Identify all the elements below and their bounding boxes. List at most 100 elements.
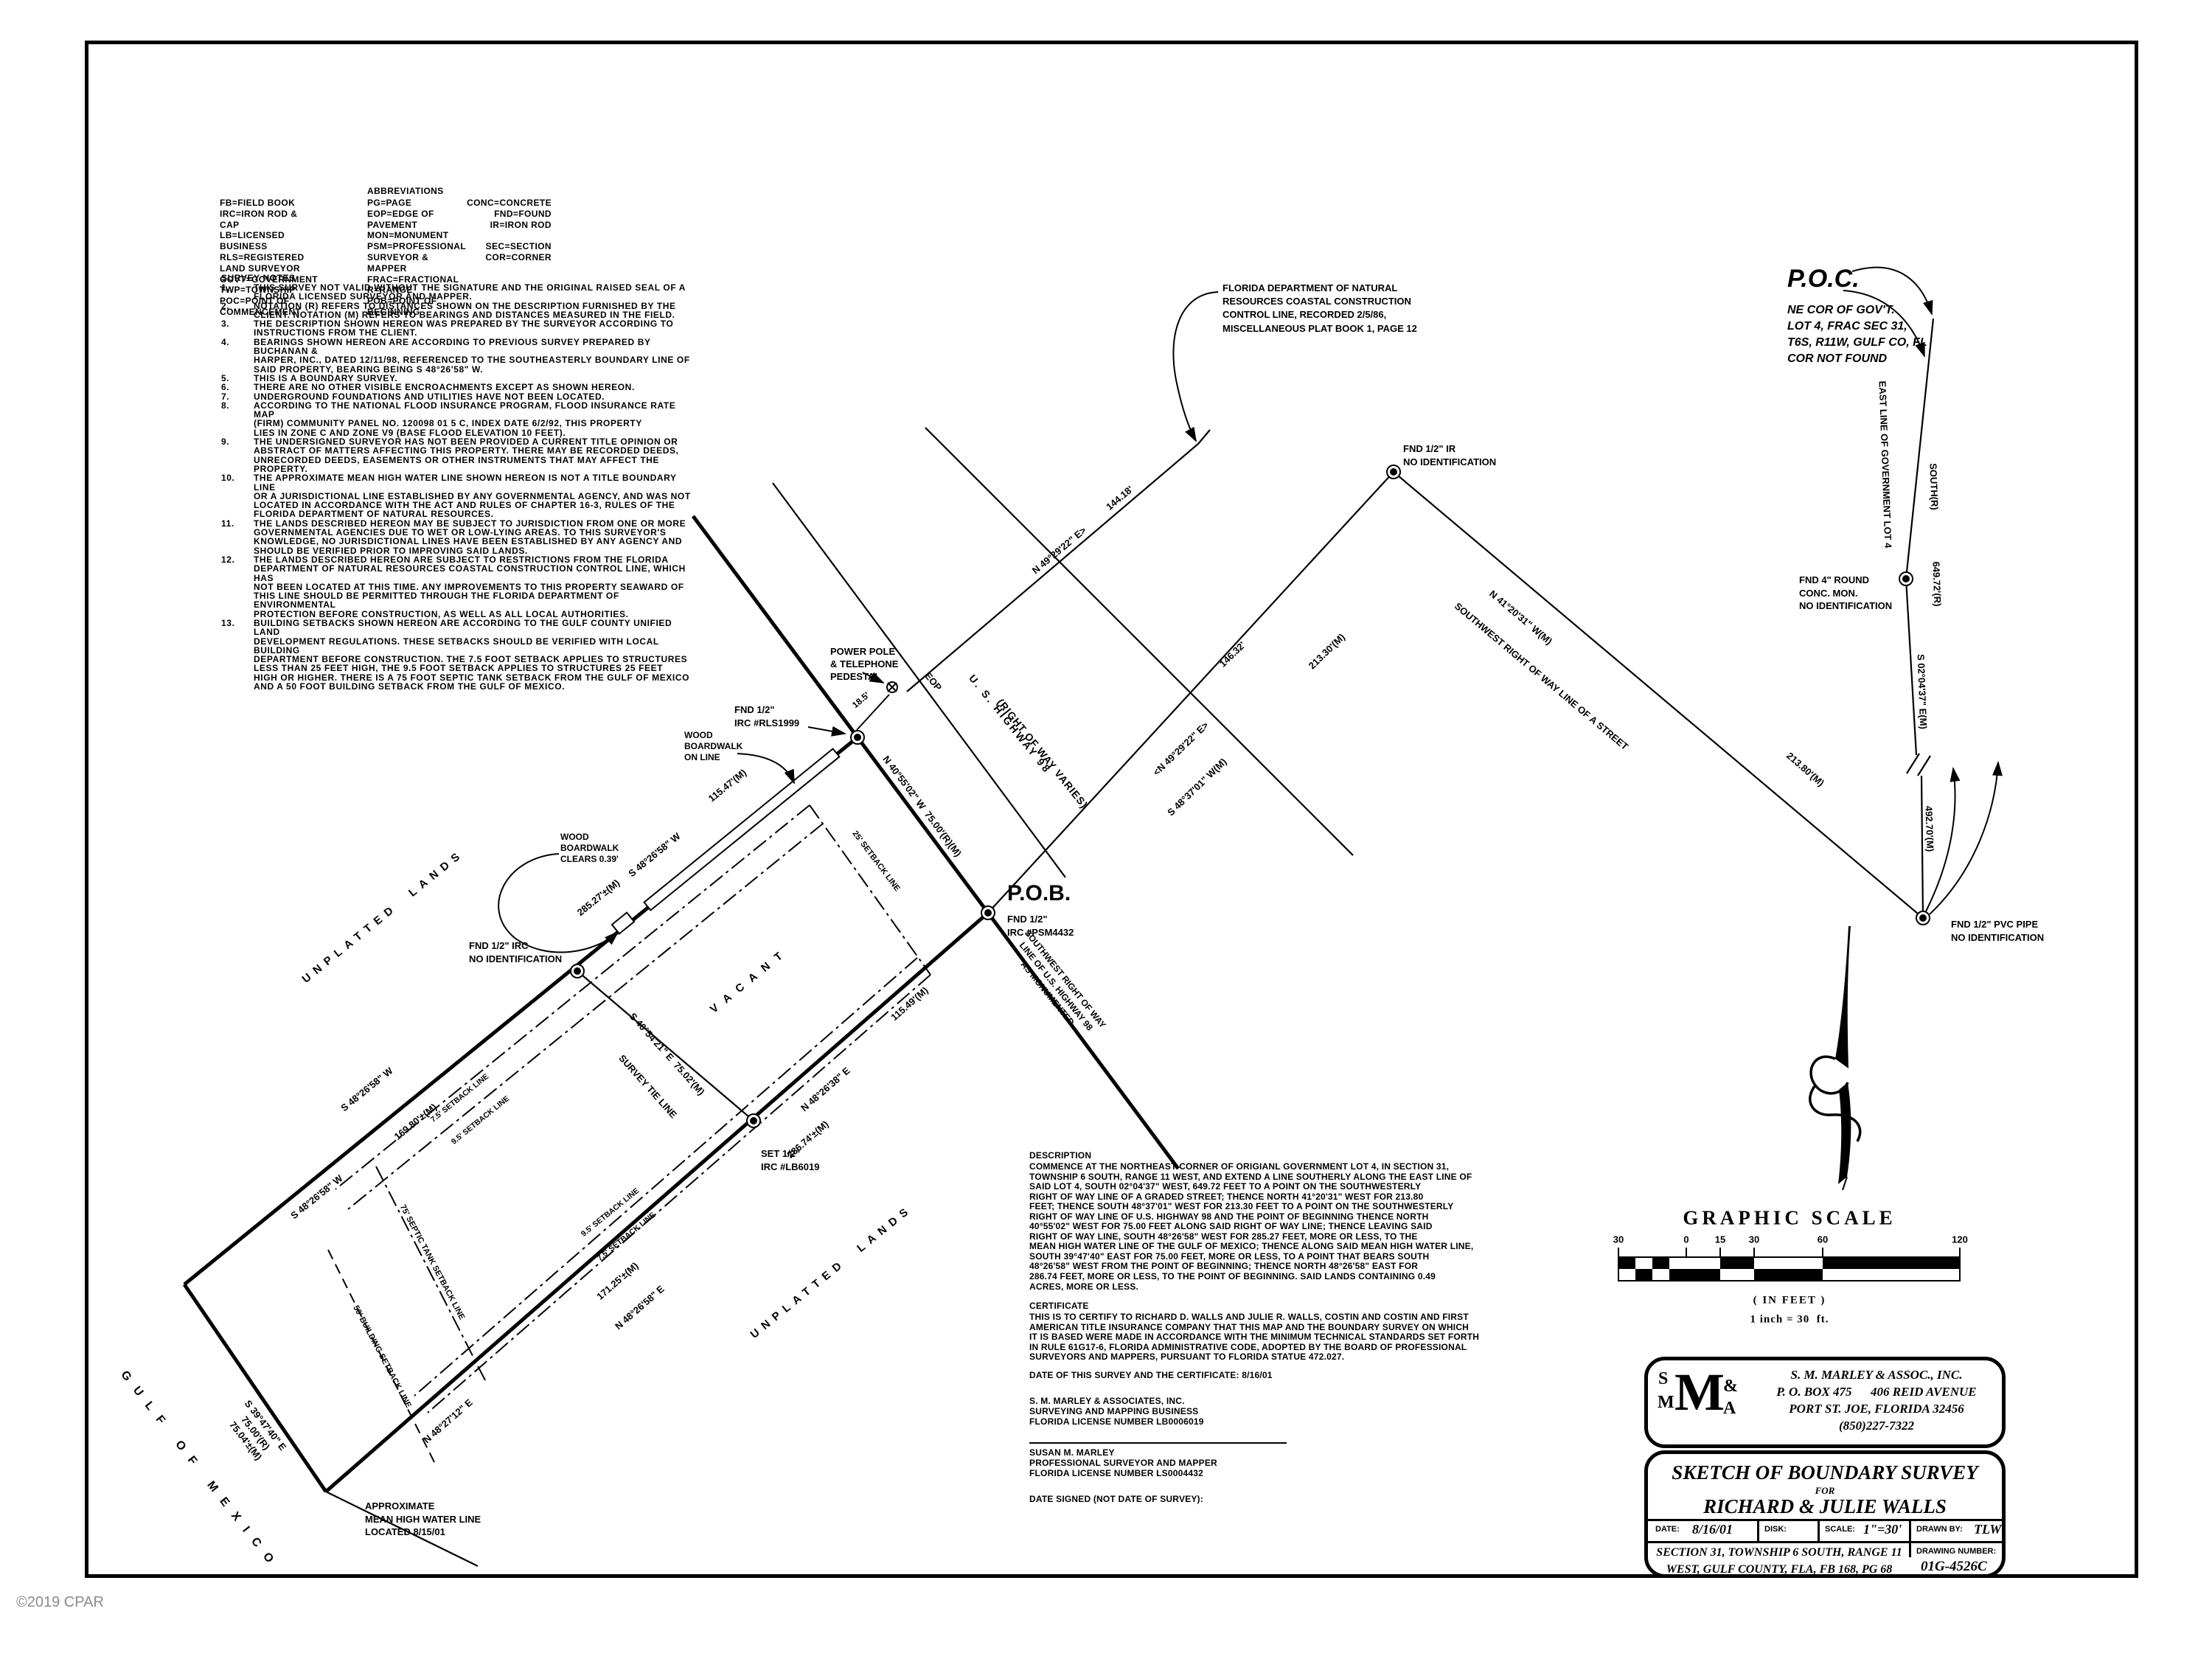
copyright-watermark: ©2019 CPAR	[16, 1594, 104, 1610]
abbreviation-entry: CONC=CONCRETE	[467, 198, 552, 208]
certificate-title: CERTIFICATE	[1029, 1301, 1089, 1311]
date-label: DATE:	[1655, 1525, 1680, 1534]
abbreviation-entry: PSM=PROFESSIONAL SURVEYOR & MAPPER	[367, 241, 466, 274]
monument-note: FND 1/2" PVC PIPE NO IDENTIFICATION	[1951, 919, 2045, 943]
survey-note: 8.ACCORDING TO THE NATIONAL FLOOD INSURA…	[221, 401, 693, 437]
survey-note: 1.THIS SURVEY NOT VALID WITHOUT THE SIGN…	[221, 283, 693, 302]
description-body: COMMENCE AT THE NORTHEAST CORNER OF ORIG…	[1029, 1161, 1474, 1292]
firm-address2: PORT ST. JOE, FLORIDA 32456	[1789, 1402, 1964, 1416]
monument-points	[570, 465, 1930, 1128]
mhw-note: APPROXIMATE MEAN HIGH WATER LINE LOCATED…	[365, 1500, 481, 1538]
pvc-leader-arc	[1929, 761, 2003, 915]
survey-note: 7.UNDERGROUND FOUNDATIONS AND UTILITIES …	[221, 392, 693, 401]
survey-note-text: THIS SURVEY NOT VALID WITHOUT THE SIGNAT…	[254, 282, 686, 302]
poc-leader-arc	[1843, 290, 1925, 358]
mean-high-water-boundary	[182, 1283, 328, 1493]
abbreviation-entry: SEC=SECTION	[485, 241, 552, 252]
survey-note-text: UNDERGROUND FOUNDATIONS AND UTILITIES HA…	[254, 391, 605, 402]
date-signed-line: DATE SIGNED (NOT DATE OF SURVEY):	[1029, 1494, 1203, 1504]
monument-note: FND 4" ROUND CONC. MON. NO IDENTIFICATIO…	[1799, 574, 1893, 612]
drawn-by-label: DRAWN BY:	[1916, 1525, 1963, 1534]
poc-title: P.O.C.	[1787, 265, 1860, 293]
scale-tick-label: 0	[1683, 1234, 1689, 1245]
clears-leader	[498, 853, 619, 953]
monument-note: FND 1/2" IRC #PSM4432	[1007, 914, 1074, 938]
logo-letter-big-m: M	[1674, 1363, 1725, 1422]
survey-note-number: 8.	[221, 400, 230, 411]
setback-line	[414, 957, 918, 1397]
drawing-number-label: DRAWING NUMBER:	[1916, 1547, 1997, 1556]
graphic-scale-bar	[1618, 1248, 1961, 1281]
graphic-scale-title: GRAPHIC SCALE	[1683, 1206, 1896, 1229]
sheet-title-for: FOR	[1815, 1485, 1835, 1496]
eop-line	[772, 482, 1066, 878]
logo-letter-m: M	[1658, 1393, 1674, 1412]
survey-note-number: 2.	[221, 300, 230, 311]
scale-tick-label: 120	[1952, 1234, 1968, 1245]
abbreviation-entry: IR=IRON ROD	[490, 219, 552, 230]
survey-note-text: THE APPROXIMATE MEAN HIGH WATER LINE SHO…	[254, 473, 691, 520]
distance-label: 492.70'(M)	[1923, 805, 1936, 852]
survey-note: 13.BUILDING SETBACKS SHOWN HEREON ARE AC…	[221, 619, 693, 691]
certificate-body: THIS IS TO CERTIFY TO RICHARD D. WALLS A…	[1029, 1312, 1480, 1363]
survey-notes-title: SURVEY NOTES	[221, 273, 296, 283]
monument-note: FND 1/2" IRC #RLS1999	[734, 704, 800, 728]
short-tie-line	[577, 970, 754, 1121]
survey-notes-list: 1.THIS SURVEY NOT VALID WITHOUT THE SIGN…	[221, 283, 693, 691]
survey-note-number: 4.	[221, 336, 230, 347]
monument-note: FND 1/2" IR NO IDENTIFICATION	[1403, 443, 1497, 467]
abbreviation-entry: COR=CORNER	[485, 251, 552, 262]
setback-line-25	[809, 804, 931, 975]
scale-tick-label: 30	[1748, 1234, 1760, 1245]
abbreviation-entry: RLS=REGISTERED LAND SURVEYOR	[220, 251, 305, 274]
abbreviation-entry: IRC=IRON ROD & CAP	[220, 208, 298, 230]
survey-note-text: THIS IS A BOUNDARY SURVEY.	[254, 372, 398, 383]
poc-leader-arc	[1851, 266, 1933, 316]
drawn-by-value: TLW	[1974, 1522, 2002, 1537]
survey-notes-block: SURVEY NOTES 1.THIS SURVEY NOT VALID WIT…	[221, 273, 693, 691]
setback-line	[335, 804, 810, 1190]
survey-note: 10.THE APPROXIMATE MEAN HIGH WATER LINE …	[221, 473, 693, 520]
scale-value: 1"=30'	[1863, 1522, 1902, 1537]
survey-note-number: 9.	[221, 437, 230, 448]
abbreviation-entry: R=RANGE	[367, 285, 413, 296]
pole-offset-line	[856, 694, 890, 731]
distance-label: 649.72'(R)	[1930, 561, 1944, 607]
rls1999-arrow	[807, 726, 846, 737]
abbreviation-entry: EOP=EDGE OF PAVEMENT	[367, 208, 434, 230]
survey-note-text: BEARINGS SHOWN HEREON ARE ACCORDING TO P…	[254, 336, 690, 375]
cccl-line	[906, 429, 1211, 692]
abbreviation-entry: POC=POINT OF COMMENCEMENT	[220, 296, 302, 317]
bearing-label: SOUTH(R)	[1927, 462, 1941, 510]
survey-note-number: 12.	[221, 554, 235, 565]
firm-block: S. M. MARLEY & ASSOCIATES, INC. SURVEYIN…	[1029, 1396, 1204, 1427]
logo-letter-a: A	[1723, 1399, 1736, 1418]
abbreviation-entry: GOVT=GOVERNMENT	[220, 274, 319, 285]
graphic-scale-units: ( IN FEET )	[1753, 1294, 1826, 1307]
abbreviation-entry: FRAC=FRACTIONAL	[367, 274, 459, 285]
survey-note-text: THE UNDERSIGNED SURVEYOR HAS NOT BEEN PR…	[254, 437, 679, 474]
survey-note: 3.THE DESCRIPTION SHOWN HEREON WAS PREPA…	[221, 319, 693, 338]
title-box: SKETCH OF BOUNDARY SURVEY FOR RICHARD & …	[1644, 1450, 2006, 1578]
survey-note-text: THE DESCRIPTION SHOWN HEREON WAS PREPARE…	[254, 319, 674, 338]
cccl-leader	[1172, 291, 1219, 442]
abbreviation-entry: LB=LICENSED BUSINESS	[220, 230, 285, 252]
firm-phone: (850)227-7322	[1839, 1419, 1914, 1433]
drawing-number-value: 01G-4526C	[1921, 1559, 1987, 1574]
survey-date-line: DATE OF THIS SURVEY AND THE CERTIFICATE:…	[1029, 1370, 1273, 1380]
abbreviation-entry: POB=POINT OF BEGINNING	[367, 296, 437, 317]
description-title: DESCRIPTION	[1029, 1150, 1092, 1161]
wood-boardwalk-end	[611, 911, 636, 935]
bearing-label: S 02°04'37" E(M)	[1915, 653, 1930, 730]
setback-line	[347, 823, 824, 1210]
highway-ne-line	[925, 427, 1354, 856]
building-setback-line	[327, 1249, 436, 1464]
page-border	[85, 41, 2138, 1578]
scale-tick-label: 60	[1817, 1234, 1829, 1245]
survey-note-text: NOTATION (R) REFERS TO DISTANCES SHOWN O…	[254, 300, 676, 320]
survey-note: 12. THE LANDS DESCRIBED HEREON ARE SUBJEC…	[221, 555, 693, 619]
abbreviation-entry: PG=PAGE	[367, 198, 412, 208]
survey-note-text: THE LANDS DESCRIBED HEREON ARE SUBJECT T…	[254, 554, 686, 619]
